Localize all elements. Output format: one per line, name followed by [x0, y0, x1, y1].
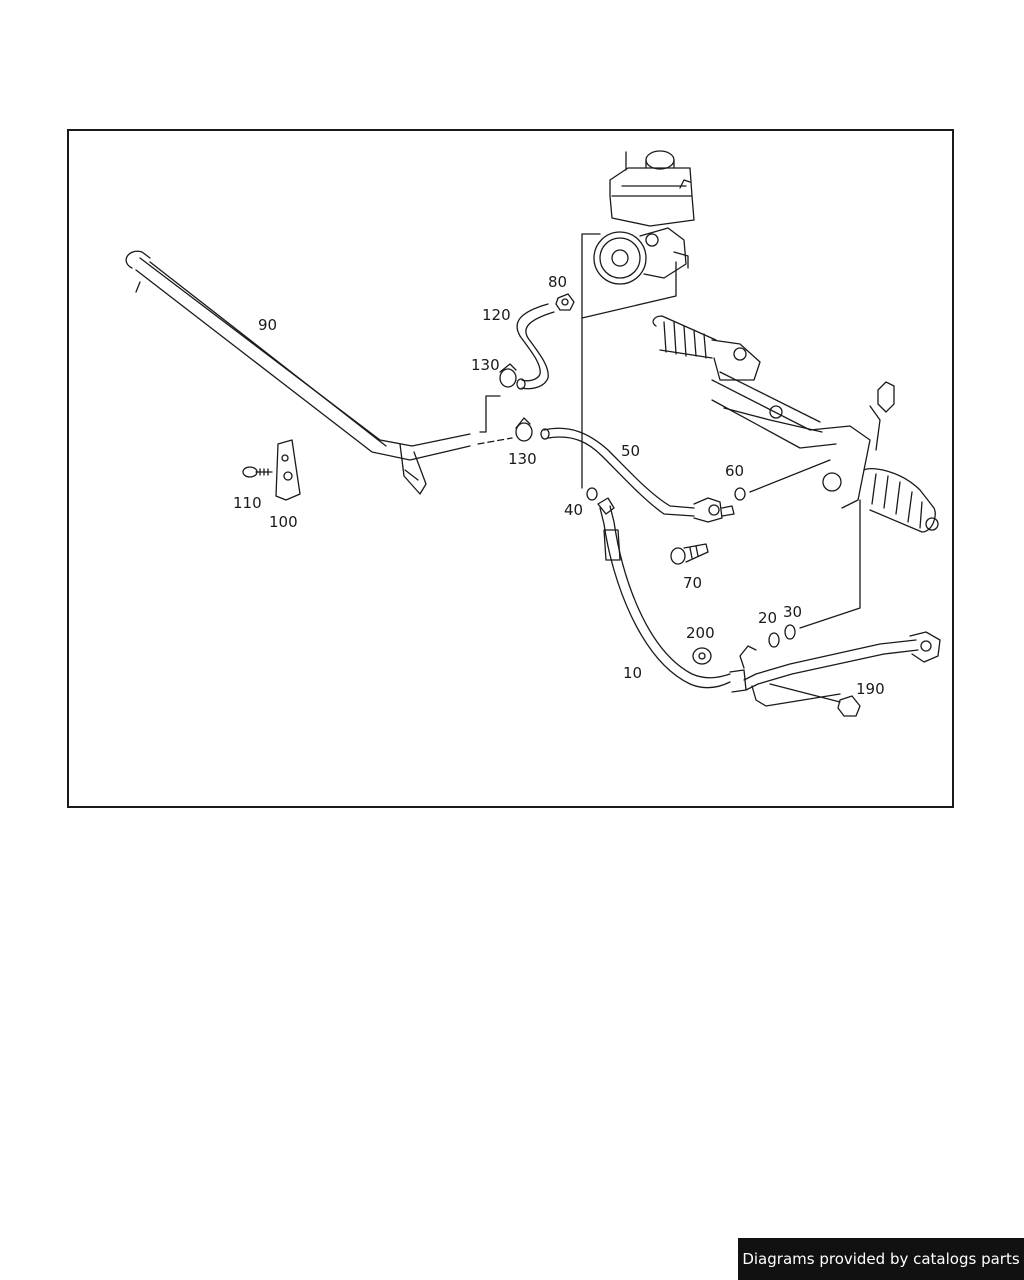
- callout-30: 30: [783, 603, 802, 621]
- part-100-bracket: [275, 439, 301, 501]
- callout-190: 190: [856, 680, 885, 698]
- credit-badge: Diagrams provided by catalogs parts: [738, 1238, 1024, 1280]
- leader-line-30: [799, 499, 861, 629]
- callout-110: 110: [233, 494, 262, 512]
- callout-40: 40: [564, 501, 583, 519]
- callout-200: 200: [686, 624, 715, 642]
- part-200-grommet: [692, 647, 712, 665]
- part-80-nut: [555, 293, 575, 311]
- part-70-bolt: [670, 543, 709, 565]
- leader-line-pump-right: [581, 261, 677, 319]
- callout-labels: 10 20 30 40 50 60 70 80 90 100 110 120 1…: [233, 273, 885, 698]
- callout-20: 20: [758, 609, 777, 627]
- callout-90: 90: [258, 316, 277, 334]
- part-50-pressure-hose: [540, 427, 735, 523]
- part-90-cooler-pipe: [125, 250, 471, 495]
- part-190-bolt: [769, 683, 861, 717]
- part-pump-reservoir: [593, 150, 695, 285]
- callout-60: 60: [725, 462, 744, 480]
- callout-80: 80: [548, 273, 567, 291]
- part-120-return-hose: [516, 303, 555, 390]
- part-30-seal: [784, 624, 796, 640]
- part-110-screw: [242, 466, 273, 478]
- leader-line-130: [479, 395, 501, 433]
- diagram-frame: [67, 129, 954, 808]
- callout-130-lower: 130: [508, 450, 537, 468]
- leader-line-60: [749, 459, 831, 493]
- leader-line-130b: [477, 437, 513, 445]
- callout-130-upper: 130: [471, 356, 500, 374]
- callout-70: 70: [683, 574, 702, 592]
- part-20-seal: [768, 632, 780, 648]
- callout-120: 120: [482, 306, 511, 324]
- callout-10: 10: [623, 664, 642, 682]
- part-10-hose: [597, 497, 941, 707]
- part-130-clamp-upper: [499, 363, 517, 388]
- callout-100: 100: [269, 513, 298, 531]
- callout-50: 50: [621, 442, 640, 460]
- leader-line-pump-left: [581, 233, 601, 489]
- part-130-clamp-lower: [515, 417, 533, 442]
- part-40-seal: [586, 487, 598, 501]
- part-60-seal: [734, 487, 746, 501]
- part-steering-rack: [652, 315, 939, 533]
